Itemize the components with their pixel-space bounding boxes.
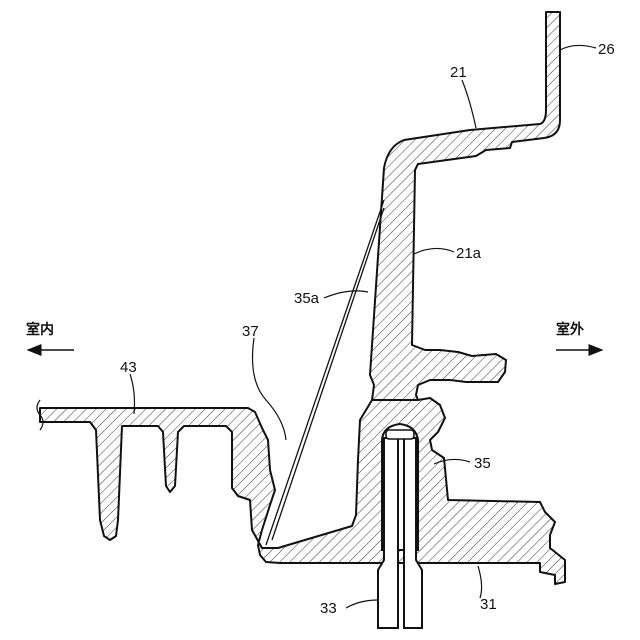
label-21a: 21a (456, 245, 482, 262)
label-26: 26 (598, 41, 615, 58)
leader-33 (346, 600, 378, 608)
leader-26 (560, 45, 596, 50)
label-37: 37 (242, 323, 259, 340)
label-31: 31 (480, 596, 497, 613)
label-35a: 35a (294, 290, 320, 307)
leader-35a (324, 291, 368, 298)
leader-21a (414, 248, 454, 254)
insert-33-cap (386, 430, 414, 439)
leader-31 (478, 566, 482, 598)
label-35: 35 (474, 455, 491, 472)
outdoor-label: 室外 (556, 321, 584, 338)
label-21: 21 (450, 64, 467, 81)
frame-member-31 (40, 398, 565, 584)
label-33: 33 (320, 600, 337, 617)
label-43: 43 (120, 359, 137, 376)
leader-21 (462, 80, 476, 128)
indoor-label: 室内 (26, 321, 54, 338)
